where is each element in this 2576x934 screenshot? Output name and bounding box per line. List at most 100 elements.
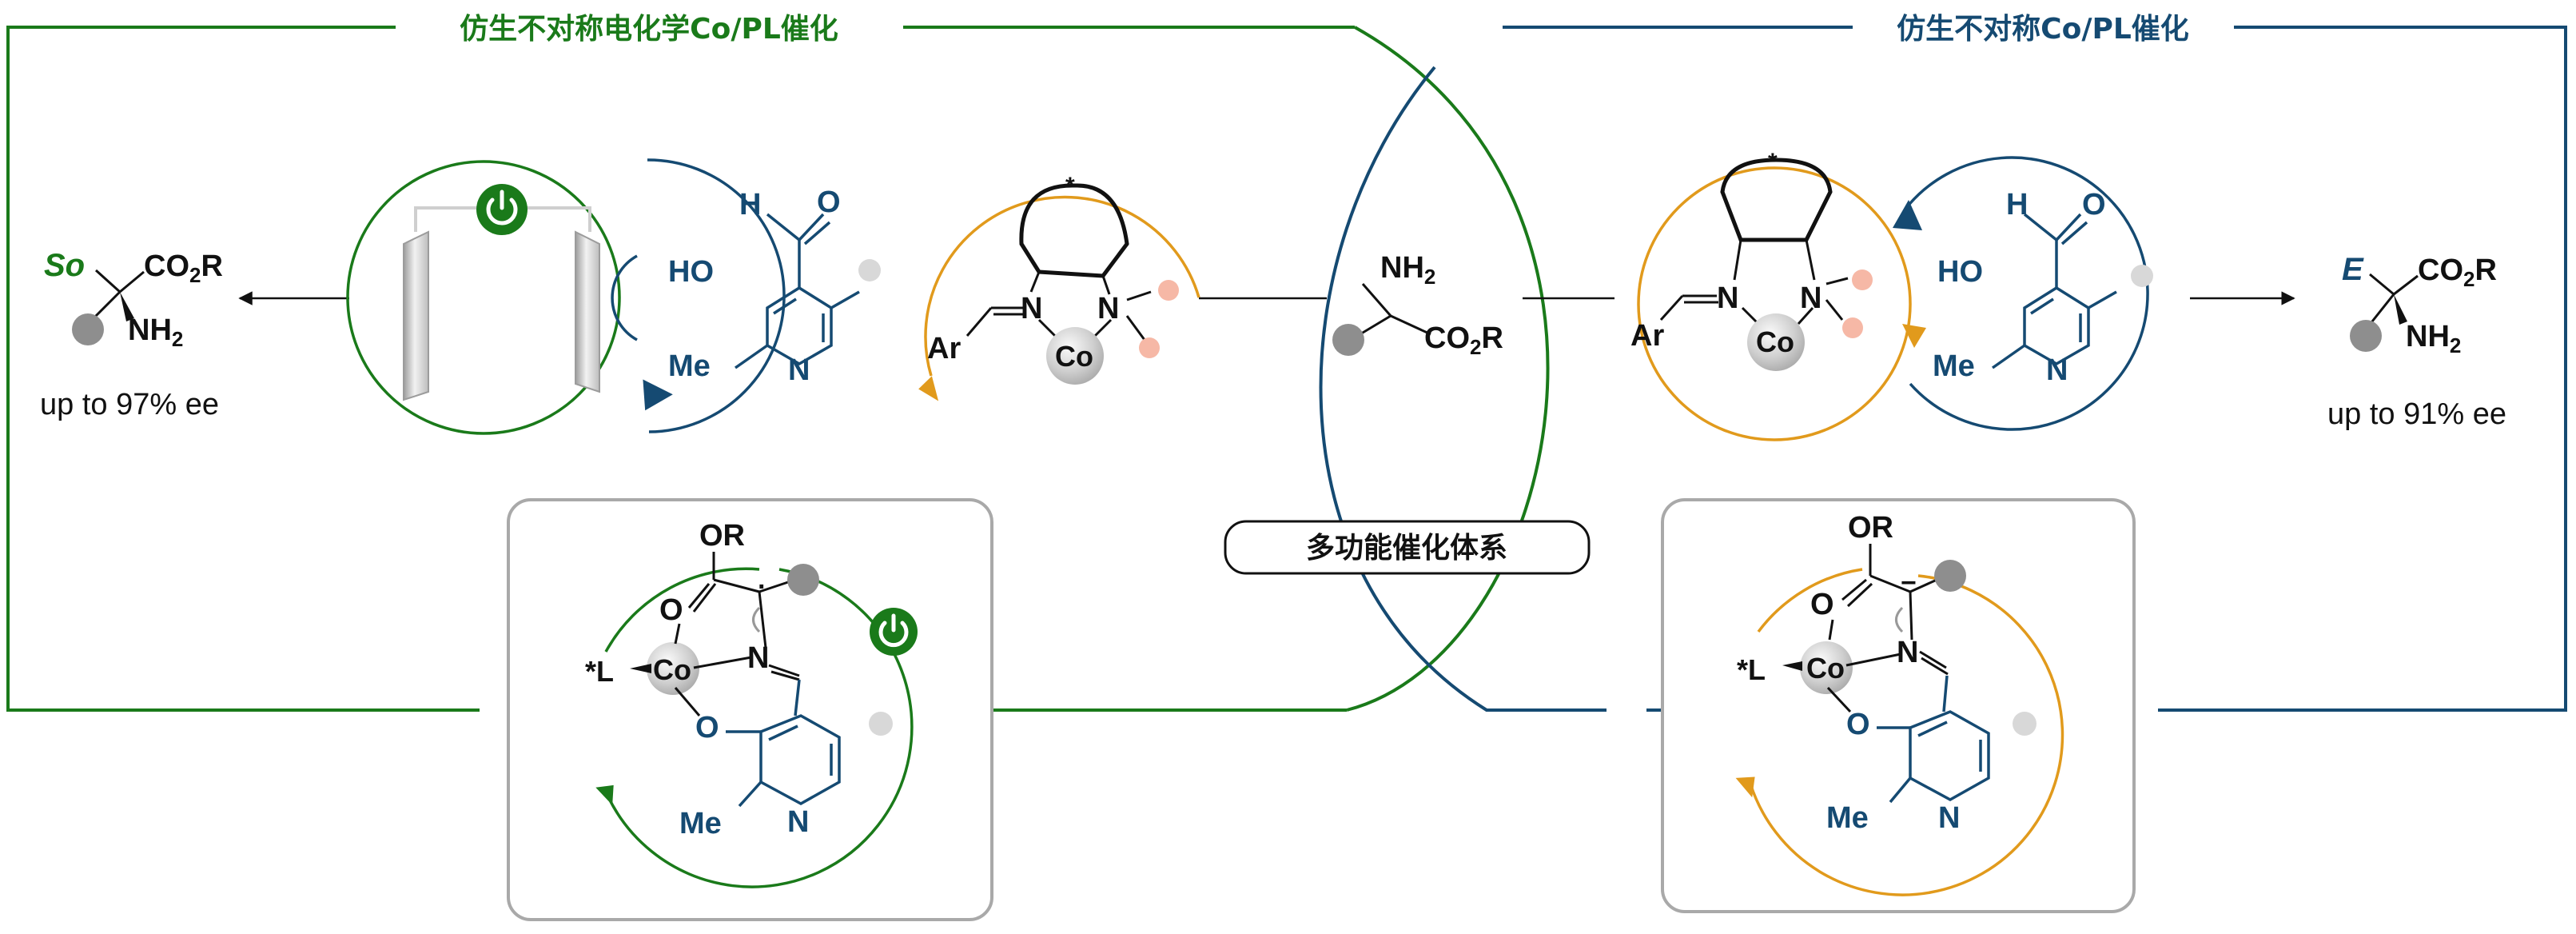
- star-right: *: [1768, 149, 1778, 175]
- product-right-co2r: CO2R: [2418, 253, 2497, 291]
- co-right: Co: [1756, 325, 1794, 358]
- product-right-ee: up to 91% ee: [2327, 397, 2506, 431]
- or-bottom-right: OR: [1848, 511, 1893, 545]
- product-left-nh2: NH2: [128, 313, 183, 351]
- me-bottom-right: Me: [1826, 801, 1869, 835]
- product-left-ee: up to 97% ee: [40, 388, 219, 421]
- pl-h-left: H: [739, 188, 761, 222]
- product-right-nh2: NH2: [2406, 320, 2461, 357]
- pink-dot-left-1: [1158, 280, 1179, 301]
- orange-arrowhead-left: [918, 376, 939, 401]
- power-icon-small: [870, 608, 918, 656]
- power-icon: [476, 184, 528, 235]
- product-left-co2r: CO2R: [144, 249, 223, 287]
- pl-n-left: N: [788, 353, 810, 387]
- pink-dot-right-1: [1852, 269, 1873, 290]
- co-complex-left: [1019, 183, 1129, 278]
- intermediate-box-right: − OR O *L Co N O N Me: [1661, 498, 2136, 913]
- orange-arrowhead-right: [1902, 324, 1926, 348]
- ar-left: Ar: [927, 332, 961, 365]
- n-pyridine-bottom-right: N: [1938, 801, 1960, 835]
- co-sphere-bottom-right: [1800, 641, 1853, 694]
- n-pyridine-bottom-left: N: [787, 805, 809, 839]
- orange-arrowhead-bottom: [1735, 776, 1755, 798]
- product-left-dot: [72, 313, 104, 345]
- center-nh2: NH2: [1380, 251, 1435, 289]
- pink-dot-left-2: [1139, 337, 1160, 358]
- o-bottom-left: O: [659, 593, 683, 627]
- substituent-dot-bottom-left: [787, 564, 819, 596]
- star-l-bottom-right: *L: [1737, 653, 1766, 686]
- n1-left: N: [1021, 292, 1042, 325]
- pl-o-left: O: [817, 186, 841, 219]
- green-cycle-arc-bottom-2: [604, 567, 760, 653]
- pl-ho-right: HO: [1937, 255, 1983, 289]
- pl-me-right: Me: [1933, 349, 1975, 383]
- green-electro-circle: [346, 160, 621, 435]
- product-left-prefix: So: [44, 248, 85, 283]
- co-bottom-left: Co: [653, 653, 691, 686]
- blue-cycle-arc-left: [647, 158, 786, 433]
- pl-molecule-left: [734, 213, 860, 369]
- co-complex-right-bonds: [1659, 239, 1849, 325]
- co-complex-left-bonds: [966, 271, 1152, 341]
- center-aminoacid: [1350, 283, 1431, 341]
- right-frame: [1319, 26, 2567, 712]
- star-l-bottom-left: *L: [585, 655, 614, 688]
- pl-substituent-dot-left: [858, 259, 881, 281]
- o2-bottom-left: O: [695, 711, 719, 744]
- n2-left: N: [1097, 292, 1119, 325]
- electrode-icon: [403, 206, 600, 401]
- product-left: So CO2R NH2 up to 97% ee: [40, 248, 223, 421]
- co-complex-right: [1720, 158, 1833, 242]
- or-bottom-left: OR: [699, 519, 745, 553]
- pl-dot-bottom-left: [869, 712, 893, 736]
- n1-right: N: [1717, 281, 1738, 315]
- blue-cycle-arc-left-inner: [611, 254, 638, 341]
- green-arrowhead-bottom: [595, 784, 614, 805]
- orange-cycle-arc-bottom-2: [1757, 568, 1863, 633]
- blue-cycle-arc-right: [1905, 156, 2149, 431]
- co-sphere-bottom-left: [647, 642, 699, 695]
- co-left: Co: [1055, 340, 1093, 373]
- right-title: 仿生不对称Co/PL催化: [1897, 13, 2189, 46]
- left-frame: [6, 26, 1550, 712]
- pink-dot-right-2: [1842, 317, 1863, 338]
- center-substituent-dot: [1332, 324, 1364, 356]
- o-bottom-right: O: [1810, 588, 1834, 621]
- orange-cycle-circle-right: [1637, 166, 1912, 441]
- product-right-prefix: E: [2342, 252, 2364, 287]
- n-bottom-right: N: [1897, 636, 1918, 669]
- center-co2r: CO2R: [1424, 321, 1503, 359]
- o2-bottom-right: O: [1846, 708, 1870, 741]
- pl-h-right: H: [2006, 188, 2028, 222]
- pl-o-right: O: [2082, 188, 2106, 222]
- product-right-dot: [2350, 320, 2382, 352]
- pl-molecule-right: [1991, 213, 2117, 369]
- co-sphere-right: [1747, 313, 1805, 371]
- radical-dot-bottom: ·: [758, 572, 766, 602]
- pl-n-right: N: [2046, 353, 2068, 387]
- co-bottom-right: Co: [1806, 652, 1845, 685]
- intermediate-box-left: · OR O *L Co N O N Me: [507, 498, 993, 921]
- green-cycle-arc-bottom: [604, 568, 914, 888]
- orange-cycle-arc-bottom: [1749, 574, 2064, 896]
- substituent-dot-bottom-right: [1934, 560, 1966, 592]
- blue-arrowhead-right: [1893, 200, 1922, 230]
- minus-bottom-right: −: [1901, 568, 1917, 598]
- pl-ho-left: HO: [668, 255, 714, 289]
- pl-substituent-dot-right: [2131, 265, 2153, 287]
- star-left: *: [1065, 173, 1075, 199]
- center-badge: 多功能催化体系: [1224, 520, 1591, 575]
- center-badge-text: 多功能催化体系: [1306, 532, 1507, 565]
- orange-cycle-arc-left: [924, 195, 1200, 377]
- n2-right: N: [1800, 281, 1822, 315]
- me-bottom-left: Me: [679, 807, 722, 840]
- co-sphere-left: [1046, 327, 1104, 385]
- n-bottom-left: N: [747, 641, 769, 675]
- blue-arrowhead-left: [643, 379, 673, 411]
- left-title: 仿生不对称电化学Co/PL催化: [460, 12, 838, 46]
- product-right: E CO2R NH2 up to 91% ee: [2327, 252, 2506, 431]
- pl-me-left: Me: [668, 349, 711, 383]
- pl-dot-bottom-right: [2013, 712, 2037, 736]
